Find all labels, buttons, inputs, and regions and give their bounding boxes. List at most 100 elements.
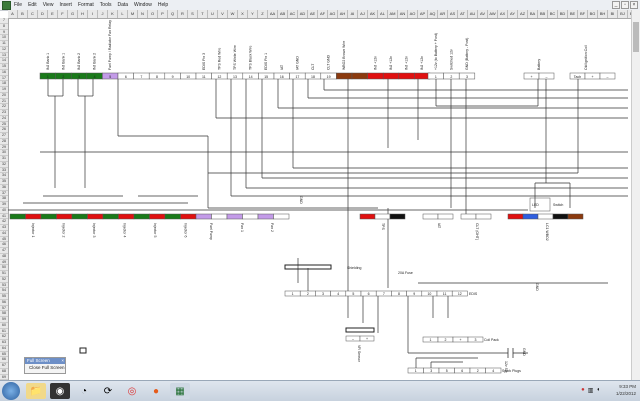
column-header[interactable]: BH <box>598 10 608 18</box>
column-header[interactable]: BA <box>528 10 538 18</box>
menu-file[interactable]: File <box>14 2 23 8</box>
column-header[interactable]: BJ <box>618 10 628 18</box>
row-header[interactable]: 28 <box>0 139 8 145</box>
row-header[interactable]: 9 <box>0 30 8 36</box>
row-header[interactable]: 12 <box>0 47 8 53</box>
row-header[interactable]: 14 <box>0 58 8 64</box>
row-header[interactable]: 60 <box>0 323 8 329</box>
row-header[interactable]: 26 <box>0 127 8 133</box>
column-header[interactable]: BF <box>578 10 588 18</box>
row-header[interactable]: 13 <box>0 53 8 59</box>
column-header[interactable]: AS <box>448 10 458 18</box>
row-header[interactable]: 58 <box>0 311 8 317</box>
minimize-button[interactable]: _ <box>612 1 620 9</box>
column-header[interactable]: V <box>218 10 228 18</box>
restore-button[interactable]: ▫ <box>621 1 629 9</box>
vertical-scrollbar[interactable] <box>631 10 640 380</box>
column-header[interactable]: AC <box>288 10 298 18</box>
column-header[interactable]: AJ <box>358 10 368 18</box>
row-header[interactable]: 51 <box>0 271 8 277</box>
column-header[interactable]: AW <box>488 10 498 18</box>
column-header[interactable]: K <box>108 10 118 18</box>
row-header[interactable]: 40 <box>0 208 8 214</box>
scrollbar-thumb[interactable] <box>633 22 639 52</box>
column-header[interactable]: AV <box>478 10 488 18</box>
column-header[interactable]: H <box>78 10 88 18</box>
row-header[interactable]: 22 <box>0 104 8 110</box>
column-header[interactable]: AG <box>328 10 338 18</box>
menu-format[interactable]: Format <box>77 2 94 8</box>
row-header[interactable]: 49 <box>0 260 8 266</box>
column-header[interactable]: C <box>28 10 38 18</box>
row-header[interactable]: 15 <box>0 64 8 70</box>
row-header[interactable]: 21 <box>0 99 8 105</box>
column-header[interactable]: AM <box>388 10 398 18</box>
column-header[interactable]: B <box>18 10 28 18</box>
column-header[interactable]: AH <box>338 10 348 18</box>
steam-icon[interactable]: ◉ <box>50 383 70 399</box>
column-header[interactable]: M <box>128 10 138 18</box>
folder-icon[interactable]: 📁 <box>26 383 46 399</box>
column-header[interactable]: AX <box>498 10 508 18</box>
row-header[interactable]: 69 <box>0 375 8 380</box>
menu-edit[interactable]: Edit <box>28 2 37 8</box>
menu-help[interactable]: Help <box>157 2 169 8</box>
column-header[interactable]: AO <box>408 10 418 18</box>
row-header[interactable]: 44 <box>0 231 8 237</box>
column-header[interactable]: AR <box>438 10 448 18</box>
row-header[interactable]: 45 <box>0 237 8 243</box>
row-header[interactable]: 24 <box>0 116 8 122</box>
column-header[interactable]: AI <box>348 10 358 18</box>
column-header[interactable]: BE <box>568 10 578 18</box>
column-header[interactable]: A <box>8 10 18 18</box>
row-header[interactable]: 31 <box>0 156 8 162</box>
column-header[interactable]: X <box>238 10 248 18</box>
row-header[interactable]: 34 <box>0 173 8 179</box>
row-header[interactable]: 50 <box>0 265 8 271</box>
column-header[interactable]: AA <box>268 10 278 18</box>
row-header[interactable]: 33 <box>0 168 8 174</box>
column-header[interactable]: AP <box>418 10 428 18</box>
row-header[interactable]: 56 <box>0 300 8 306</box>
row-header[interactable]: 8 <box>0 24 8 30</box>
column-header[interactable]: AN <box>398 10 408 18</box>
row-header[interactable]: 29 <box>0 145 8 151</box>
row-header[interactable]: 16 <box>0 70 8 76</box>
chrome-icon[interactable]: ◎ <box>127 385 137 397</box>
menu-tools[interactable]: Tools <box>99 2 112 8</box>
column-header[interactable]: G <box>68 10 78 18</box>
column-header[interactable]: D <box>38 10 48 18</box>
row-header[interactable]: 53 <box>0 283 8 289</box>
menu-data[interactable]: Data <box>117 2 129 8</box>
column-header[interactable]: W <box>228 10 238 18</box>
column-header[interactable]: R <box>178 10 188 18</box>
row-header[interactable]: 27 <box>0 133 8 139</box>
column-header[interactable]: AD <box>298 10 308 18</box>
column-header[interactable]: AF <box>318 10 328 18</box>
close-full-screen-button[interactable]: Close Full Screen <box>29 365 65 370</box>
media-icon[interactable]: ◔ <box>80 385 88 397</box>
column-header[interactable]: O <box>148 10 158 18</box>
column-header[interactable]: U <box>208 10 218 18</box>
row-header[interactable]: 38 <box>0 196 8 202</box>
row-header[interactable]: 20 <box>0 93 8 99</box>
row-header[interactable]: 36 <box>0 185 8 191</box>
row-header[interactable]: 66 <box>0 357 8 363</box>
menu-window[interactable]: Window <box>134 2 152 8</box>
row-header[interactable]: 32 <box>0 162 8 168</box>
column-header[interactable]: AL <box>378 10 388 18</box>
excel-app-icon[interactable] <box>2 0 11 10</box>
row-header[interactable]: 17 <box>0 76 8 82</box>
row-header[interactable]: 43 <box>0 225 8 231</box>
row-header[interactable]: 19 <box>0 87 8 93</box>
row-header[interactable]: 52 <box>0 277 8 283</box>
clock[interactable]: 9:33 PM 1/22/2012 <box>616 383 636 397</box>
row-header[interactable]: 59 <box>0 317 8 323</box>
row-header[interactable]: 18 <box>0 81 8 87</box>
column-header[interactable]: BG <box>588 10 598 18</box>
row-header[interactable]: 67 <box>0 363 8 369</box>
row-header[interactable]: 62 <box>0 334 8 340</box>
column-header[interactable]: AK <box>368 10 378 18</box>
column-header[interactable]: Z <box>258 10 268 18</box>
row-header[interactable]: 10 <box>0 35 8 41</box>
